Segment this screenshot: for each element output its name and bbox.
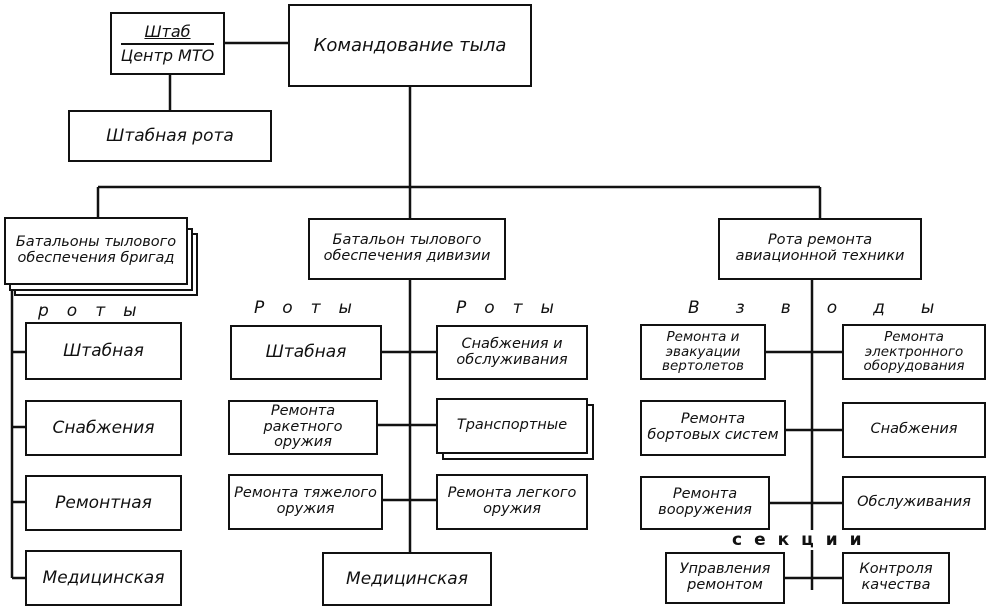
- center-right-item-1-label: Снабжения и обслуживания: [456, 335, 568, 368]
- center-left-item-1: Штабная: [230, 325, 382, 380]
- center-left-item-3: Ремонта тяжелого оружия: [228, 474, 383, 530]
- left-item-1-label: Штабная: [63, 340, 144, 361]
- center-branch-title: Батальон тылового обеспечения дивизии: [323, 232, 491, 264]
- center-group-label-right: Роты: [456, 298, 572, 318]
- left-item-2: Снабжения: [25, 400, 182, 456]
- right-group-label: Взводы: [688, 298, 971, 318]
- right-section-label: секции: [730, 530, 876, 550]
- center-bottom-item-label: Медицинская: [346, 568, 468, 589]
- center-right-item-2-label: Транспортные: [456, 417, 568, 434]
- logistics-center-label: Центр МТО: [120, 43, 215, 65]
- left-branch-title-box: Батальоны тылового обеспечения бригад: [4, 217, 188, 285]
- left-item-4-label: Медицинская: [42, 567, 165, 588]
- left-item-3: Ремонтная: [25, 475, 182, 531]
- left-item-3-label: Ремонтная: [55, 492, 152, 513]
- command-label: Командование тыла: [313, 34, 507, 56]
- hq-company-label: Штабная рота: [106, 125, 234, 146]
- center-left-item-1-label: Штабная: [265, 342, 347, 363]
- center-group-label-left: Роты: [254, 298, 370, 318]
- right-left-item-1-label: Ремонта и эвакуации вертолетов: [662, 328, 744, 375]
- staff-label: Штаб: [144, 21, 191, 41]
- right-right-item-1: Ремонта электронного оборудования: [842, 324, 986, 380]
- left-item-4: Медицинская: [25, 550, 182, 606]
- right-left-item-1: Ремонта и эвакуации вертолетов: [640, 324, 766, 380]
- left-item-2-label: Снабжения: [52, 417, 155, 438]
- center-right-item-3-label: Ремонта легкого оружия: [447, 485, 577, 517]
- center-right-item-3: Ремонта легкого оружия: [436, 474, 588, 530]
- right-section-item-1-label: Управления ремонтом: [679, 561, 771, 593]
- right-section-item-2-label: Контроля качества: [859, 561, 933, 593]
- center-left-item-2-label: Ремонта ракетного оружия: [263, 402, 343, 451]
- center-branch-title-box: Батальон тылового обеспечения дивизии: [308, 218, 506, 280]
- hq-company-box: Штабная рота: [68, 110, 272, 162]
- right-right-item-3: Обслуживания: [842, 476, 986, 530]
- right-branch-title: Рота ремонта авиационной техники: [735, 232, 905, 264]
- right-section-item-2: Контроля качества: [842, 552, 950, 604]
- right-left-item-3: Ремонта вооружения: [640, 476, 770, 530]
- staff-box: Штаб Центр МТО: [110, 12, 225, 75]
- right-right-item-1-label: Ремонта электронного оборудования: [863, 328, 965, 375]
- right-left-item-2-label: Ремонта бортовых систем: [647, 411, 779, 443]
- center-left-item-3-label: Ремонта тяжелого оружия: [234, 485, 377, 517]
- right-right-item-3-label: Обслуживания: [857, 494, 971, 511]
- left-branch-title: Батальоны тылового обеспечения бригад: [15, 234, 177, 266]
- center-bottom-item: Медицинская: [322, 552, 492, 606]
- left-group-label: роты: [38, 301, 155, 321]
- left-item-1: Штабная: [25, 322, 182, 380]
- right-section-item-1: Управления ремонтом: [665, 552, 785, 604]
- right-left-item-2: Ремонта бортовых систем: [640, 400, 786, 456]
- center-left-item-2: Ремонта ракетного оружия: [228, 400, 378, 455]
- right-left-item-3-label: Ремонта вооружения: [658, 486, 752, 518]
- right-branch-title-box: Рота ремонта авиационной техники: [718, 218, 922, 280]
- command-box: Командование тыла: [288, 4, 532, 87]
- right-right-item-2-label: Снабжения: [870, 421, 958, 438]
- center-right-item-2: Транспортные: [436, 398, 588, 454]
- right-right-item-2: Снабжения: [842, 402, 986, 458]
- center-right-item-1: Снабжения и обслуживания: [436, 325, 588, 380]
